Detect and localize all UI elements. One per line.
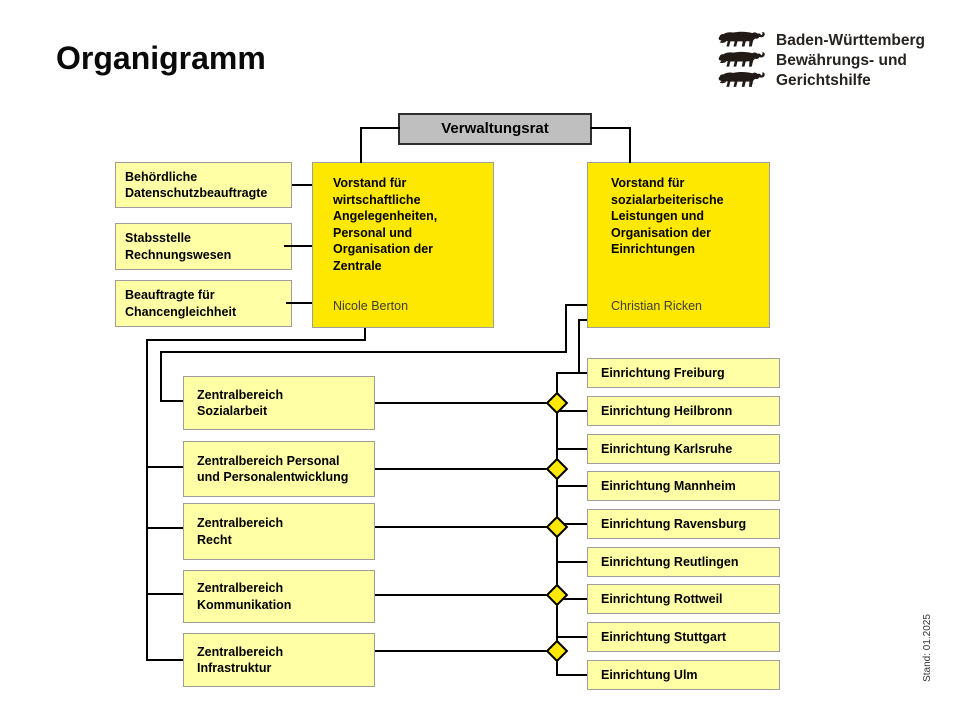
connector-line [292, 184, 312, 186]
connector-line [146, 339, 148, 661]
vorstand-wirtschaft-name: Nicole Berton [333, 298, 409, 313]
verwaltungsrat-label: Verwaltungsrat [441, 119, 549, 137]
stabsstelle-chancengleichheit-label: Beauftragte für Chancengleichheit [125, 288, 237, 319]
zentralbereich-kommunikation-box: Zentralbereich Kommunikation [183, 570, 375, 623]
zentralbereich-personal-box: Zentralbereich Personal und Personalentw… [183, 441, 375, 497]
logo: Baden-Württemberg Bewährungs- und Gerich… [717, 28, 925, 91]
vorstand-sozial-box: Vorstand für sozialarbeiterische Leistun… [587, 162, 770, 328]
connector-line [146, 466, 183, 468]
connector-line [360, 127, 362, 163]
vorstand-wirtschaft-title: Vorstand für wirtschaftliche Angelegenhe… [333, 176, 438, 273]
einrichtung-rottweil-box: Einrichtung Rottweil [587, 584, 780, 614]
vorstand-sozial-name: Christian Ricken [611, 298, 703, 313]
connector-line [629, 127, 631, 163]
zentralbereich-infrastruktur-box: Zentralbereich Infrastruktur [183, 633, 375, 687]
connector-line [146, 659, 183, 661]
junction-diamond [545, 457, 569, 481]
page-title: Organigramm [56, 40, 266, 76]
einrichtung-freiburg-label: Einrichtung Freiburg [601, 365, 725, 380]
connector-line [146, 339, 366, 341]
einrichtung-freiburg-box: Einrichtung Freiburg [587, 358, 780, 388]
einrichtung-ravensburg-box: Einrichtung Ravensburg [587, 509, 780, 539]
einrichtung-rottweil-label: Einrichtung Rottweil [601, 591, 723, 606]
zentralbereich-kommunikation-label: Zentralbereich Kommunikation [197, 581, 292, 612]
connector-line [375, 468, 556, 470]
einrichtung-mannheim-label: Einrichtung Mannheim [601, 478, 736, 493]
einrichtung-heilbronn-box: Einrichtung Heilbronn [587, 396, 780, 426]
connector-line [556, 372, 587, 374]
zentralbereich-recht-label: Zentralbereich Recht [197, 516, 284, 547]
connector-line [375, 402, 556, 404]
stabsstelle-chancengleichheit-box: Beauftragte für Chancengleichheit [115, 280, 292, 327]
einrichtung-ulm-box: Einrichtung Ulm [587, 660, 780, 690]
stabsstelle-rechnungswesen-label: Stabsstelle Rechnungswesen [125, 231, 232, 262]
connector-line [556, 448, 587, 450]
connector-line [160, 351, 162, 402]
connector-line [146, 527, 183, 529]
connector-line [160, 351, 567, 353]
vorstand-sozial-title: Vorstand für sozialarbeiterische Leistun… [611, 176, 724, 256]
zentralbereich-personal-label: Zentralbereich Personal und Personalentw… [197, 453, 349, 485]
einrichtung-stuttgart-box: Einrichtung Stuttgart [587, 622, 780, 652]
junction-diamond [545, 583, 569, 607]
verwaltungsrat-box: Verwaltungsrat [398, 113, 592, 145]
connector-line [364, 328, 366, 341]
zentralbereich-recht-box: Zentralbereich Recht [183, 503, 375, 560]
connector-line [360, 127, 400, 129]
connector-line [556, 636, 587, 638]
zentralbereich-sozialarbeit-label: Zentralbereich Sozialarbeit [197, 387, 284, 419]
connector-line [556, 410, 587, 412]
connector-line [160, 400, 183, 402]
connector-line [556, 523, 587, 525]
connector-line [590, 127, 631, 129]
connector-line [556, 598, 587, 600]
stabsstelle-datenschutz-label: Behördliche Datenschutzbeauftragte [125, 169, 268, 201]
einrichtung-mannheim-box: Einrichtung Mannheim [587, 471, 780, 501]
stabsstelle-datenschutz-box: Behördliche Datenschutzbeauftragte [115, 162, 292, 208]
three-lions-icon [718, 31, 765, 87]
einrichtung-heilbronn-label: Einrichtung Heilbronn [601, 403, 733, 418]
connector-line [556, 561, 587, 563]
connector-line [375, 526, 556, 528]
org-name: Baden-Württemberg Bewährungs- und Gerich… [776, 32, 925, 89]
connector-line [556, 485, 587, 487]
connector-line [578, 319, 587, 321]
connector-line [286, 302, 312, 304]
stabsstelle-rechnungswesen-box: Stabsstelle Rechnungswesen [115, 223, 292, 270]
connector-line [556, 674, 587, 676]
einrichtung-karlsruhe-label: Einrichtung Karlsruhe [601, 441, 733, 456]
einrichtung-stuttgart-label: Einrichtung Stuttgart [601, 629, 726, 644]
connector-line [375, 650, 556, 652]
junction-diamond [545, 515, 569, 539]
connector-line [578, 319, 580, 374]
einrichtung-ulm-label: Einrichtung Ulm [601, 667, 698, 682]
vorstand-wirtschaft-box: Vorstand für wirtschaftliche Angelegenhe… [312, 162, 494, 328]
connector-line [375, 594, 556, 596]
zentralbereich-sozialarbeit-box: Zentralbereich Sozialarbeit [183, 376, 375, 430]
einrichtung-reutlingen-box: Einrichtung Reutlingen [587, 547, 780, 577]
connector-line [284, 245, 312, 247]
connector-line [565, 304, 587, 306]
zentralbereich-infrastruktur-label: Zentralbereich Infrastruktur [197, 644, 284, 676]
stand-note: Stand: 01.2025 [922, 614, 933, 682]
einrichtung-ravensburg-label: Einrichtung Ravensburg [601, 516, 747, 531]
einrichtung-karlsruhe-box: Einrichtung Karlsruhe [587, 434, 780, 464]
connector-line [565, 304, 567, 353]
connector-line [146, 593, 183, 595]
einrichtung-reutlingen-label: Einrichtung Reutlingen [601, 554, 739, 569]
junction-diamond [545, 639, 569, 663]
